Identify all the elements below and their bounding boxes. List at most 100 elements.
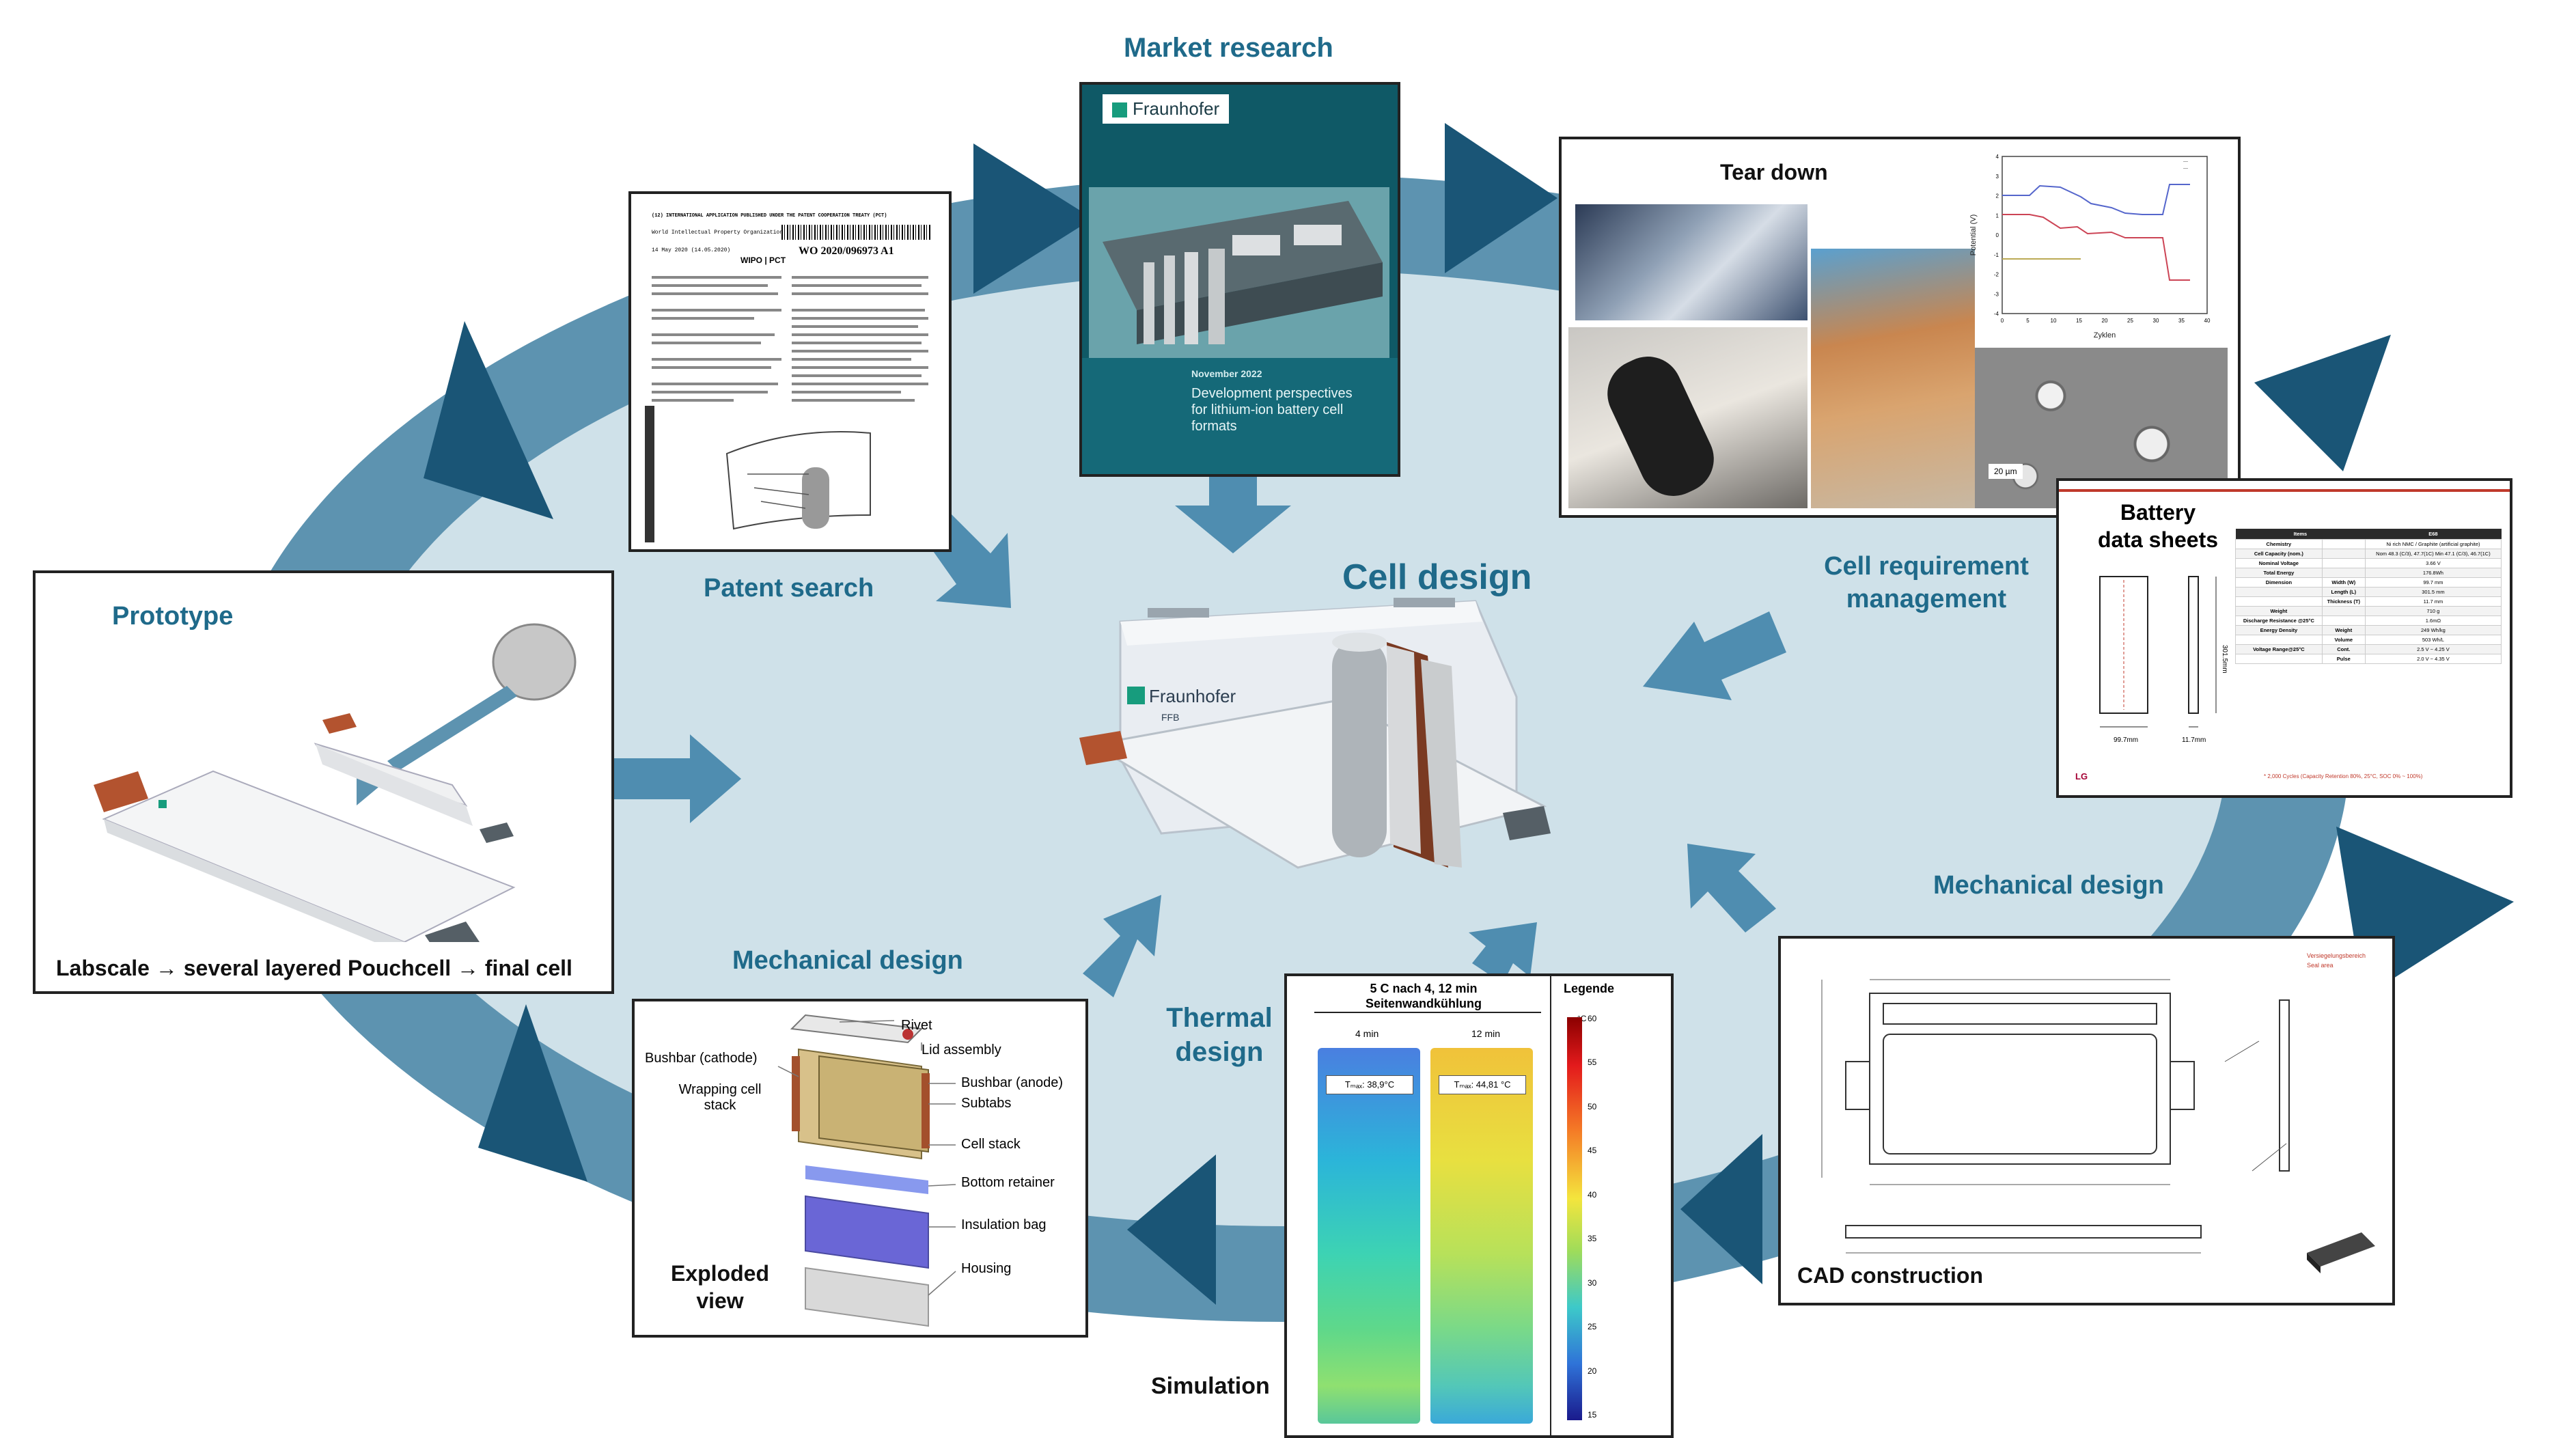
fraunhofer-logo: Fraunhofer bbox=[1103, 94, 1230, 124]
table-row: Chemistry Ni rich NMC / Graphite (artific… bbox=[2235, 539, 2502, 549]
label-simulation: Simulation bbox=[1151, 1373, 1270, 1399]
ring-arrowhead bbox=[1680, 1134, 1762, 1284]
table-row: Length (L)301.5 mm bbox=[2235, 587, 2502, 597]
datasheet-title: Battery data sheets bbox=[2073, 499, 2243, 553]
teardown-photo-foil bbox=[1575, 204, 1808, 320]
table-cell: Chemistry bbox=[2235, 539, 2323, 549]
part-cell-stack: Cell stack bbox=[961, 1137, 1021, 1152]
prototype-panel: Prototype Labscale → several layered Pou… bbox=[33, 570, 614, 994]
part-bottom-retainer: Bottom retainer bbox=[961, 1175, 1055, 1190]
teardown-photo-cell bbox=[1811, 249, 1975, 508]
teardown-xlabel: Zyklen bbox=[2094, 331, 2116, 340]
thermal-subtitle: Seitenwandkühlung bbox=[1365, 997, 1482, 1010]
label-market-research: Market research bbox=[1124, 33, 1333, 63]
y-tick-label: -3 bbox=[1994, 291, 1999, 297]
ring-arrowhead bbox=[973, 143, 1093, 294]
legend-entry: — bbox=[2183, 166, 2188, 171]
table-cell: 99.7 mm bbox=[2364, 577, 2502, 587]
fraunhofer-logo-mark bbox=[1112, 102, 1127, 118]
patent-number: WO 2020/096973 A1 bbox=[799, 245, 894, 257]
table-cell: Length (L) bbox=[2321, 587, 2366, 597]
part-rivet: Rivet bbox=[901, 1018, 932, 1033]
table-cell: 2.0 V ~ 4.35 V bbox=[2364, 654, 2502, 664]
part-insulation-bag: Insulation bag bbox=[961, 1217, 1047, 1232]
cad-note: Seal area bbox=[2307, 962, 2333, 969]
arrow-exploded-to-center bbox=[1083, 895, 1161, 997]
cell-design-title: Cell design bbox=[1342, 557, 1532, 597]
cell-formats-render bbox=[1089, 187, 1389, 358]
cad-drawing bbox=[1821, 979, 2375, 1273]
thermal-divider bbox=[1314, 1012, 1541, 1013]
table-cell: Discharge Resistance @25°C bbox=[2235, 616, 2323, 626]
legend-tick-label: 40 bbox=[1588, 1189, 1597, 1200]
thermal-title: 5 C nach 4, 12 min bbox=[1370, 982, 1478, 995]
datasheet-cell-drawing: 99.7mm 11.7mm 301.5mm bbox=[2099, 576, 2228, 744]
table-cell: 503 Wh/L bbox=[2364, 635, 2502, 645]
table-cell: Cont. bbox=[2321, 644, 2366, 654]
table-row: Cell Capacity (nom.)Nom 48.3 (C/3), 47.7… bbox=[2235, 549, 2502, 559]
cover-footer bbox=[1082, 358, 1398, 474]
arrow-prototype-to-center bbox=[611, 734, 741, 823]
svg-text:Fraunhofer: Fraunhofer bbox=[1149, 686, 1236, 706]
table-cell: 1.6mΩ bbox=[2364, 616, 2502, 626]
table-cell: Dimension bbox=[2235, 577, 2323, 587]
table-cell: Energy Density bbox=[2235, 625, 2323, 635]
table-header: Items bbox=[2293, 531, 2308, 537]
svg-text:301.5mm: 301.5mm bbox=[2221, 645, 2228, 674]
lg-logo: LG bbox=[2075, 771, 2088, 782]
table-cell: Volume bbox=[2321, 635, 2366, 645]
arrow-market-to-center bbox=[1175, 471, 1291, 553]
svg-text:99.7mm: 99.7mm bbox=[2114, 736, 2138, 744]
datasheet-footnote: * 2,000 Cycles (Capacity Retention 80%, … bbox=[2264, 773, 2423, 779]
logo-text: Fraunhofer bbox=[1133, 98, 1220, 119]
table-cell bbox=[2235, 596, 2323, 607]
teardown-photo-roll bbox=[1568, 327, 1808, 508]
table-cell bbox=[2321, 606, 2366, 616]
legend-tick-label: 20 bbox=[1588, 1366, 1597, 1376]
thermal-simulation-panel: 5 C nach 4, 12 min Seitenwandkühlung 4 m… bbox=[1284, 973, 1674, 1438]
cad-caption: CAD construction bbox=[1797, 1263, 1983, 1288]
patent-barcode bbox=[781, 225, 932, 240]
y-tick-label: -2 bbox=[1994, 272, 1999, 278]
label-mechanical-design-left: Mechanical design bbox=[732, 946, 963, 975]
sem-scale-bar: 20 µm bbox=[1989, 464, 2023, 479]
svg-text:FFB: FFB bbox=[1161, 712, 1179, 723]
market-research-panel: Fraunhofer November 2022 Development per… bbox=[1079, 82, 1400, 477]
prototype-caption: Labscale → several layered Pouchcell → f… bbox=[56, 956, 572, 980]
arrow-requirement-to-center bbox=[1643, 611, 1786, 700]
legend-colorbar bbox=[1567, 1017, 1582, 1420]
table-row: Thickness (T)11.7 mm bbox=[2235, 596, 2502, 607]
tmax-left: Tₘₐₓ: 38,9°C bbox=[1326, 1075, 1413, 1094]
table-cell: Ni rich NMC / Graphite (artificial graph… bbox=[2364, 539, 2502, 549]
arrow-cad-to-center bbox=[1687, 844, 1776, 932]
legend-tick-label: 35 bbox=[1588, 1234, 1597, 1244]
prototype-render bbox=[94, 623, 577, 942]
thermal-time-right: 12 min bbox=[1471, 1028, 1501, 1039]
svg-text:11.7mm: 11.7mm bbox=[2182, 736, 2206, 744]
table-cell: Total Energy bbox=[2235, 568, 2323, 578]
teardown-roll-shape bbox=[1596, 345, 1726, 508]
ring-arrowhead bbox=[424, 321, 553, 519]
legend-tick-label: 25 bbox=[1588, 1322, 1597, 1332]
ring-arrowhead bbox=[2254, 335, 2391, 471]
table-cell: 301.5 mm bbox=[2364, 587, 2502, 597]
table-cell bbox=[2321, 549, 2366, 559]
table-cell: 710 g bbox=[2364, 606, 2502, 616]
ring-arrowhead bbox=[1445, 123, 1557, 273]
x-tick-label: 5 bbox=[2026, 318, 2030, 324]
exploded-caption: Exploded view bbox=[655, 1260, 785, 1314]
ring-arrowhead bbox=[478, 1004, 587, 1182]
y-tick-label: -1 bbox=[1994, 252, 1999, 258]
x-tick-label: 10 bbox=[2051, 318, 2057, 324]
table-cell: Weight bbox=[2235, 606, 2323, 616]
legend-entry: — bbox=[2183, 159, 2188, 164]
y-tick-label: 3 bbox=[1996, 174, 1999, 180]
label-thermal-design: Thermal design bbox=[1166, 1003, 1273, 1067]
x-tick-label: 30 bbox=[2153, 318, 2159, 324]
